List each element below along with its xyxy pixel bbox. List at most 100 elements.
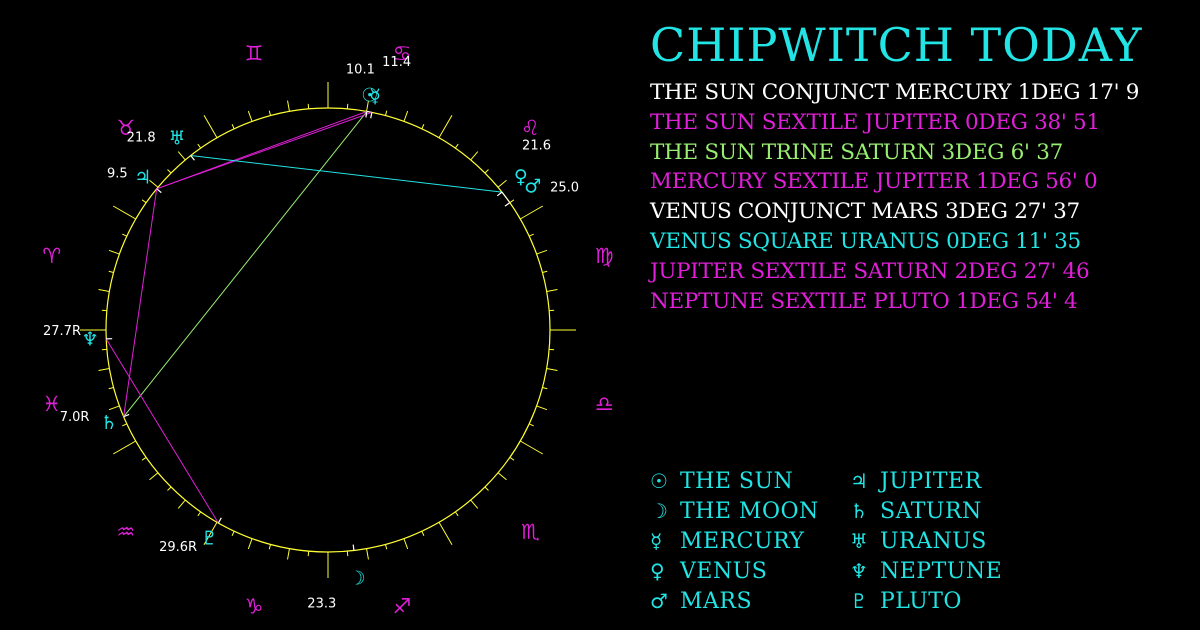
planet-glyphs: ☉10.1☽23.3☿11.4♀21.6♂25.0♃9.5♄7.0R♅21.8♆…	[43, 55, 579, 611]
zodiac-libra-icon: ♎	[595, 392, 614, 416]
sun-marker	[365, 111, 368, 118]
degree-tick	[247, 538, 253, 550]
legend-item-pluto: ♇PLUTO	[850, 586, 1050, 616]
degree-tick	[177, 151, 186, 161]
aspect-line-neptune-pluto	[105, 338, 219, 524]
jupiter-icon: ♃	[134, 166, 151, 188]
zodiac-cancer-icon: ♋	[393, 42, 412, 66]
degree-tick	[438, 114, 453, 138]
zodiac-sagittarius-icon: ♐	[393, 594, 412, 618]
uranus-icon: ♅	[850, 529, 868, 553]
aspect-line-text: VENUS CONJUNCT MARS 3DEG 27' 37	[650, 199, 1080, 225]
venus-icon: ♀	[514, 166, 528, 188]
mercury-icon: ☿	[650, 529, 663, 553]
pluto-icon: ♇	[201, 528, 218, 550]
degree-tick	[98, 368, 110, 371]
venus-marker	[496, 191, 503, 197]
aspect-line-sun-saturn	[123, 111, 368, 418]
degree-tick	[122, 233, 128, 237]
degree-tick	[470, 499, 479, 509]
aspect-lines	[105, 110, 511, 524]
degree-tick	[366, 100, 369, 112]
natal-chart-wheel: ♈♉♊♋♌♍♎♏♐♑♒♓ ☉10.1☽23.3☿11.4♀21.6♂25.0♃9…	[42, 42, 613, 619]
zodiac-scorpio-icon: ♏	[521, 520, 540, 544]
legend-item-uranus: ♅URANUS	[850, 526, 1050, 556]
zodiac-leo-icon: ♌	[521, 116, 540, 140]
legend-item-mercury: ☿ MERCURY	[650, 526, 850, 556]
aspect-line-text: THE SUN CONJUNCT MERCURY 1DEG 17' 9	[650, 80, 1140, 105]
aspect-line-text: THE SUN SEXTILE JUPITER 0DEG 38' 51	[650, 109, 1100, 135]
venus-degree-label: 21.6	[522, 139, 551, 154]
degree-tick	[149, 472, 159, 481]
degree-tick	[497, 179, 507, 188]
degree-tick	[509, 456, 515, 461]
degree-tick	[421, 124, 425, 130]
zodiac-aries-icon: ♈	[42, 244, 61, 268]
degree-tick	[268, 110, 272, 116]
legend-label: THE SUN	[680, 469, 794, 494]
wheel-degree-ticks	[80, 82, 576, 578]
page-title: CHIPWITCH TODAY	[650, 18, 1143, 72]
degree-tick	[366, 548, 369, 560]
sun-icon: ☉	[361, 85, 378, 107]
degree-tick	[197, 511, 202, 517]
degree-tick	[247, 110, 253, 122]
degree-tick	[520, 205, 544, 220]
mercury-icon: ☿	[369, 86, 381, 108]
zodiac-aquarius-icon: ♒	[116, 520, 135, 544]
jupiter-marker	[156, 188, 162, 194]
mars-degree-label: 25.0	[550, 180, 579, 195]
aspect-list: THE SUN CONJUNCT MERCURY 1DEG 17' 9 THE …	[650, 78, 1195, 316]
aspect-line-venus-mars	[501, 191, 511, 203]
degree-tick	[546, 368, 558, 371]
sun-icon: ☉	[650, 469, 668, 493]
degree-tick	[141, 199, 147, 204]
degree-tick	[112, 205, 136, 220]
legend-item-venus: ♀ VENUS	[650, 556, 850, 586]
venus-icon: ♀	[650, 559, 665, 583]
aspect-line-text: NEPTUNE SEXTILE PLUTO 1DEG 54' 4	[650, 288, 1078, 314]
degree-tick	[231, 530, 235, 536]
degree-tick	[384, 110, 388, 116]
legend-item-moon: ☽THE MOON	[650, 496, 850, 526]
mars-icon: ♂	[650, 589, 668, 613]
degree-tick	[454, 511, 459, 517]
degree-tick	[528, 423, 534, 427]
degree-tick	[197, 143, 202, 149]
legend-label: VENUS	[680, 559, 768, 584]
saturn-marker	[123, 413, 130, 418]
moon-marker	[352, 544, 355, 551]
degree-tick	[149, 179, 159, 188]
degree-tick	[497, 472, 507, 481]
zodiac-taurus-icon: ♉	[116, 116, 135, 140]
degree-tick	[536, 249, 548, 255]
legend-label: THE MOON	[680, 499, 819, 524]
degree-tick	[528, 233, 534, 237]
pluto-degree-label: 29.6R	[159, 540, 197, 555]
legend-label: MERCURY	[680, 529, 805, 554]
degree-tick	[509, 199, 515, 204]
degree-tick	[484, 169, 489, 174]
uranus-icon: ♅	[169, 127, 186, 149]
moon-degree-label: 23.3	[307, 596, 336, 611]
neptune-degree-label: 27.7R	[43, 324, 81, 339]
aspect-line-text: JUPITER SEXTILE SATURN 2DEG 27' 46	[650, 258, 1090, 284]
saturn-icon: ♄	[850, 499, 868, 523]
legend-column-right: ♃JUPITER ♄SATURN ♅URANUS ♆NEPTUNE ♇PLUTO	[850, 466, 1050, 616]
mars-icon: ♂	[524, 176, 541, 198]
degree-tick	[268, 544, 272, 550]
degree-tick	[454, 143, 459, 149]
degree-tick	[287, 548, 290, 560]
degree-tick	[421, 530, 425, 536]
jupiter-icon: ♃	[850, 469, 868, 493]
zodiac-signs: ♈♉♊♋♌♍♎♏♐♑♒♓	[42, 42, 613, 619]
degree-tick	[546, 289, 558, 292]
zodiac-gemini-icon: ♊	[245, 42, 264, 66]
uranus-degree-label: 21.8	[127, 130, 156, 145]
degree-tick	[403, 110, 409, 122]
legend-label: JUPITER	[880, 469, 982, 494]
degree-tick	[536, 405, 548, 411]
degree-tick	[177, 499, 186, 509]
aspect-line-text: MERCURY SEXTILE JUPITER 1DEG 56' 0	[650, 169, 1098, 195]
degree-tick	[484, 486, 489, 491]
